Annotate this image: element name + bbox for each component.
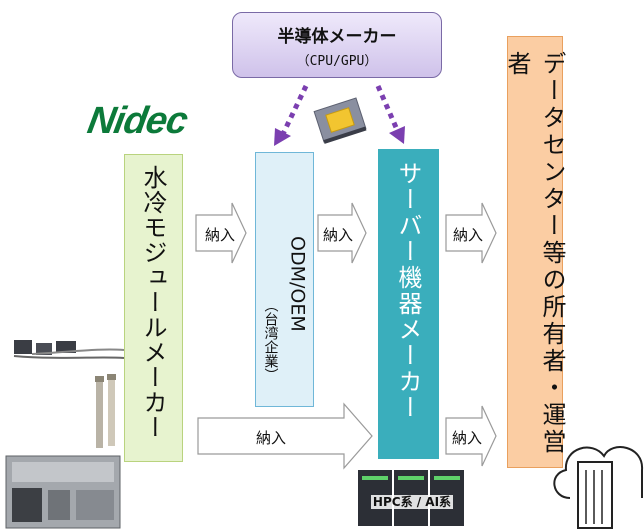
datacenter-label: データセンター等の所有者・運営者	[503, 51, 566, 456]
deliver-label-5: 納入	[452, 429, 483, 447]
cpu-chip-icon	[313, 97, 367, 144]
hollow-arrow-5	[445, 405, 497, 467]
cold-plate-module-image	[13, 340, 125, 359]
semiconductor-maker-box: 半導体メーカー （CPU/GPU）	[232, 12, 442, 78]
hpc-ai-text: HPC系 / AI系	[370, 495, 454, 509]
dotted-arrow-left-head	[274, 128, 291, 146]
dotted-arrow-right	[375, 85, 401, 133]
semiconductor-title: 半導体メーカー	[277, 26, 397, 47]
nidec-logo: Nidec	[84, 100, 191, 142]
water-cooling-module-maker-box: 水冷モジュールメーカー	[124, 154, 183, 462]
cloud-datacenter-icon	[553, 446, 644, 529]
dotted-arrow-right-head	[389, 126, 405, 144]
hollow-arrow-1	[195, 202, 247, 264]
hollow-arrow-4	[197, 402, 373, 470]
deliver-label-3: 納入	[453, 226, 484, 244]
deliver-label-2: 納入	[323, 226, 354, 244]
semiconductor-subtitle: （CPU/GPU）	[296, 53, 378, 69]
hollow-arrow-2	[317, 202, 367, 264]
datacenter-owner-operator-box: データセンター等の所有者・運営者	[503, 36, 566, 468]
odm-oem-label: ODM/OEM	[286, 235, 309, 332]
server-maker-label: サーバー機器メーカー	[394, 161, 422, 421]
taiwan-companies-label: （台湾企業）	[262, 297, 279, 382]
server-equipment-maker-box: サーバー機器メーカー	[378, 149, 439, 459]
hollow-arrow-3	[445, 202, 497, 264]
dotted-arrow-left	[279, 84, 309, 138]
manifold-pipes-image	[95, 374, 116, 448]
deliver-label-1: 納入	[205, 226, 236, 244]
hpc-ai-label: HPC系 / AI系	[356, 493, 468, 510]
deliver-label-4: 納入	[256, 429, 287, 447]
odm-oem-box: ODM/OEM （台湾企業）	[255, 152, 314, 407]
water-cooling-label: 水冷モジュールメーカー	[139, 165, 167, 440]
cdu-rack-unit-image	[5, 455, 121, 529]
